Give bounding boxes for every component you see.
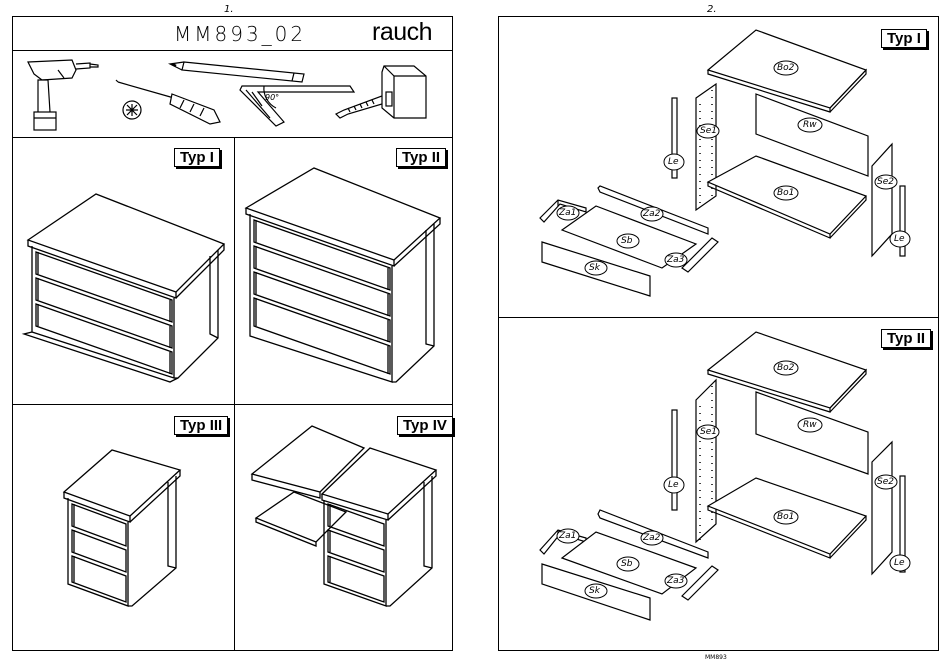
typ-label-1: Typ I bbox=[174, 148, 220, 167]
part-label-ovals-typ1 bbox=[500, 20, 938, 316]
part-label-se2: Se2 bbox=[877, 477, 894, 487]
try-square-icon bbox=[240, 86, 354, 126]
part-label-bo1: Bo1 bbox=[777, 188, 794, 198]
part-label-bo2: Bo2 bbox=[777, 63, 794, 73]
footer-code: MM893 bbox=[705, 654, 727, 661]
part-label-se1: Se1 bbox=[700, 427, 717, 437]
brand-logo: rauch bbox=[372, 18, 432, 47]
part-label-ovals-typ2 bbox=[500, 320, 938, 648]
part-label-rw: Rw bbox=[803, 120, 817, 130]
drill-icon bbox=[28, 60, 98, 130]
nightstand-typ4-illustration bbox=[236, 420, 452, 620]
divider bbox=[12, 404, 453, 405]
part-label-sk: Sk bbox=[589, 263, 600, 273]
part-label-bo1: Bo1 bbox=[777, 512, 794, 522]
part-label-sb: Sb bbox=[621, 236, 632, 246]
part-label-za1: Za1 bbox=[559, 208, 576, 218]
part-label-se2: Se2 bbox=[877, 177, 894, 187]
part-label-bo2: Bo2 bbox=[777, 363, 794, 373]
part-label-sb: Sb bbox=[621, 559, 632, 569]
part-label-za3: Za3 bbox=[667, 576, 684, 586]
pencil-icon bbox=[170, 62, 304, 82]
divider bbox=[12, 137, 453, 138]
part-label-le: Le bbox=[668, 157, 679, 167]
part-label-le: Le bbox=[894, 558, 905, 568]
divider bbox=[498, 317, 939, 318]
part-label-sk: Sk bbox=[589, 586, 600, 596]
part-label-za1: Za1 bbox=[559, 531, 576, 541]
divider bbox=[234, 137, 235, 651]
page-number-left: 1. bbox=[224, 4, 234, 15]
chest-typ2-illustration bbox=[236, 160, 452, 388]
part-label-le: Le bbox=[894, 234, 905, 244]
divider bbox=[12, 50, 453, 51]
tools-illustration bbox=[14, 52, 450, 136]
document-title: MM893_02 bbox=[174, 22, 306, 46]
page-number-right: 2. bbox=[707, 4, 717, 15]
part-label-se1: Se1 bbox=[700, 126, 717, 136]
part-label-le: Le bbox=[668, 480, 679, 490]
part-label-rw: Rw bbox=[803, 420, 817, 430]
angle-label: 90° bbox=[265, 93, 279, 102]
part-label-za3: Za3 bbox=[667, 255, 684, 265]
typ-label-3: Typ III bbox=[174, 416, 228, 435]
chest-typ1-illustration bbox=[14, 182, 234, 388]
screwdriver-icon bbox=[116, 80, 220, 124]
nightstand-typ3-illustration bbox=[60, 446, 190, 620]
part-label-za2: Za2 bbox=[643, 209, 660, 219]
part-label-za2: Za2 bbox=[643, 533, 660, 543]
